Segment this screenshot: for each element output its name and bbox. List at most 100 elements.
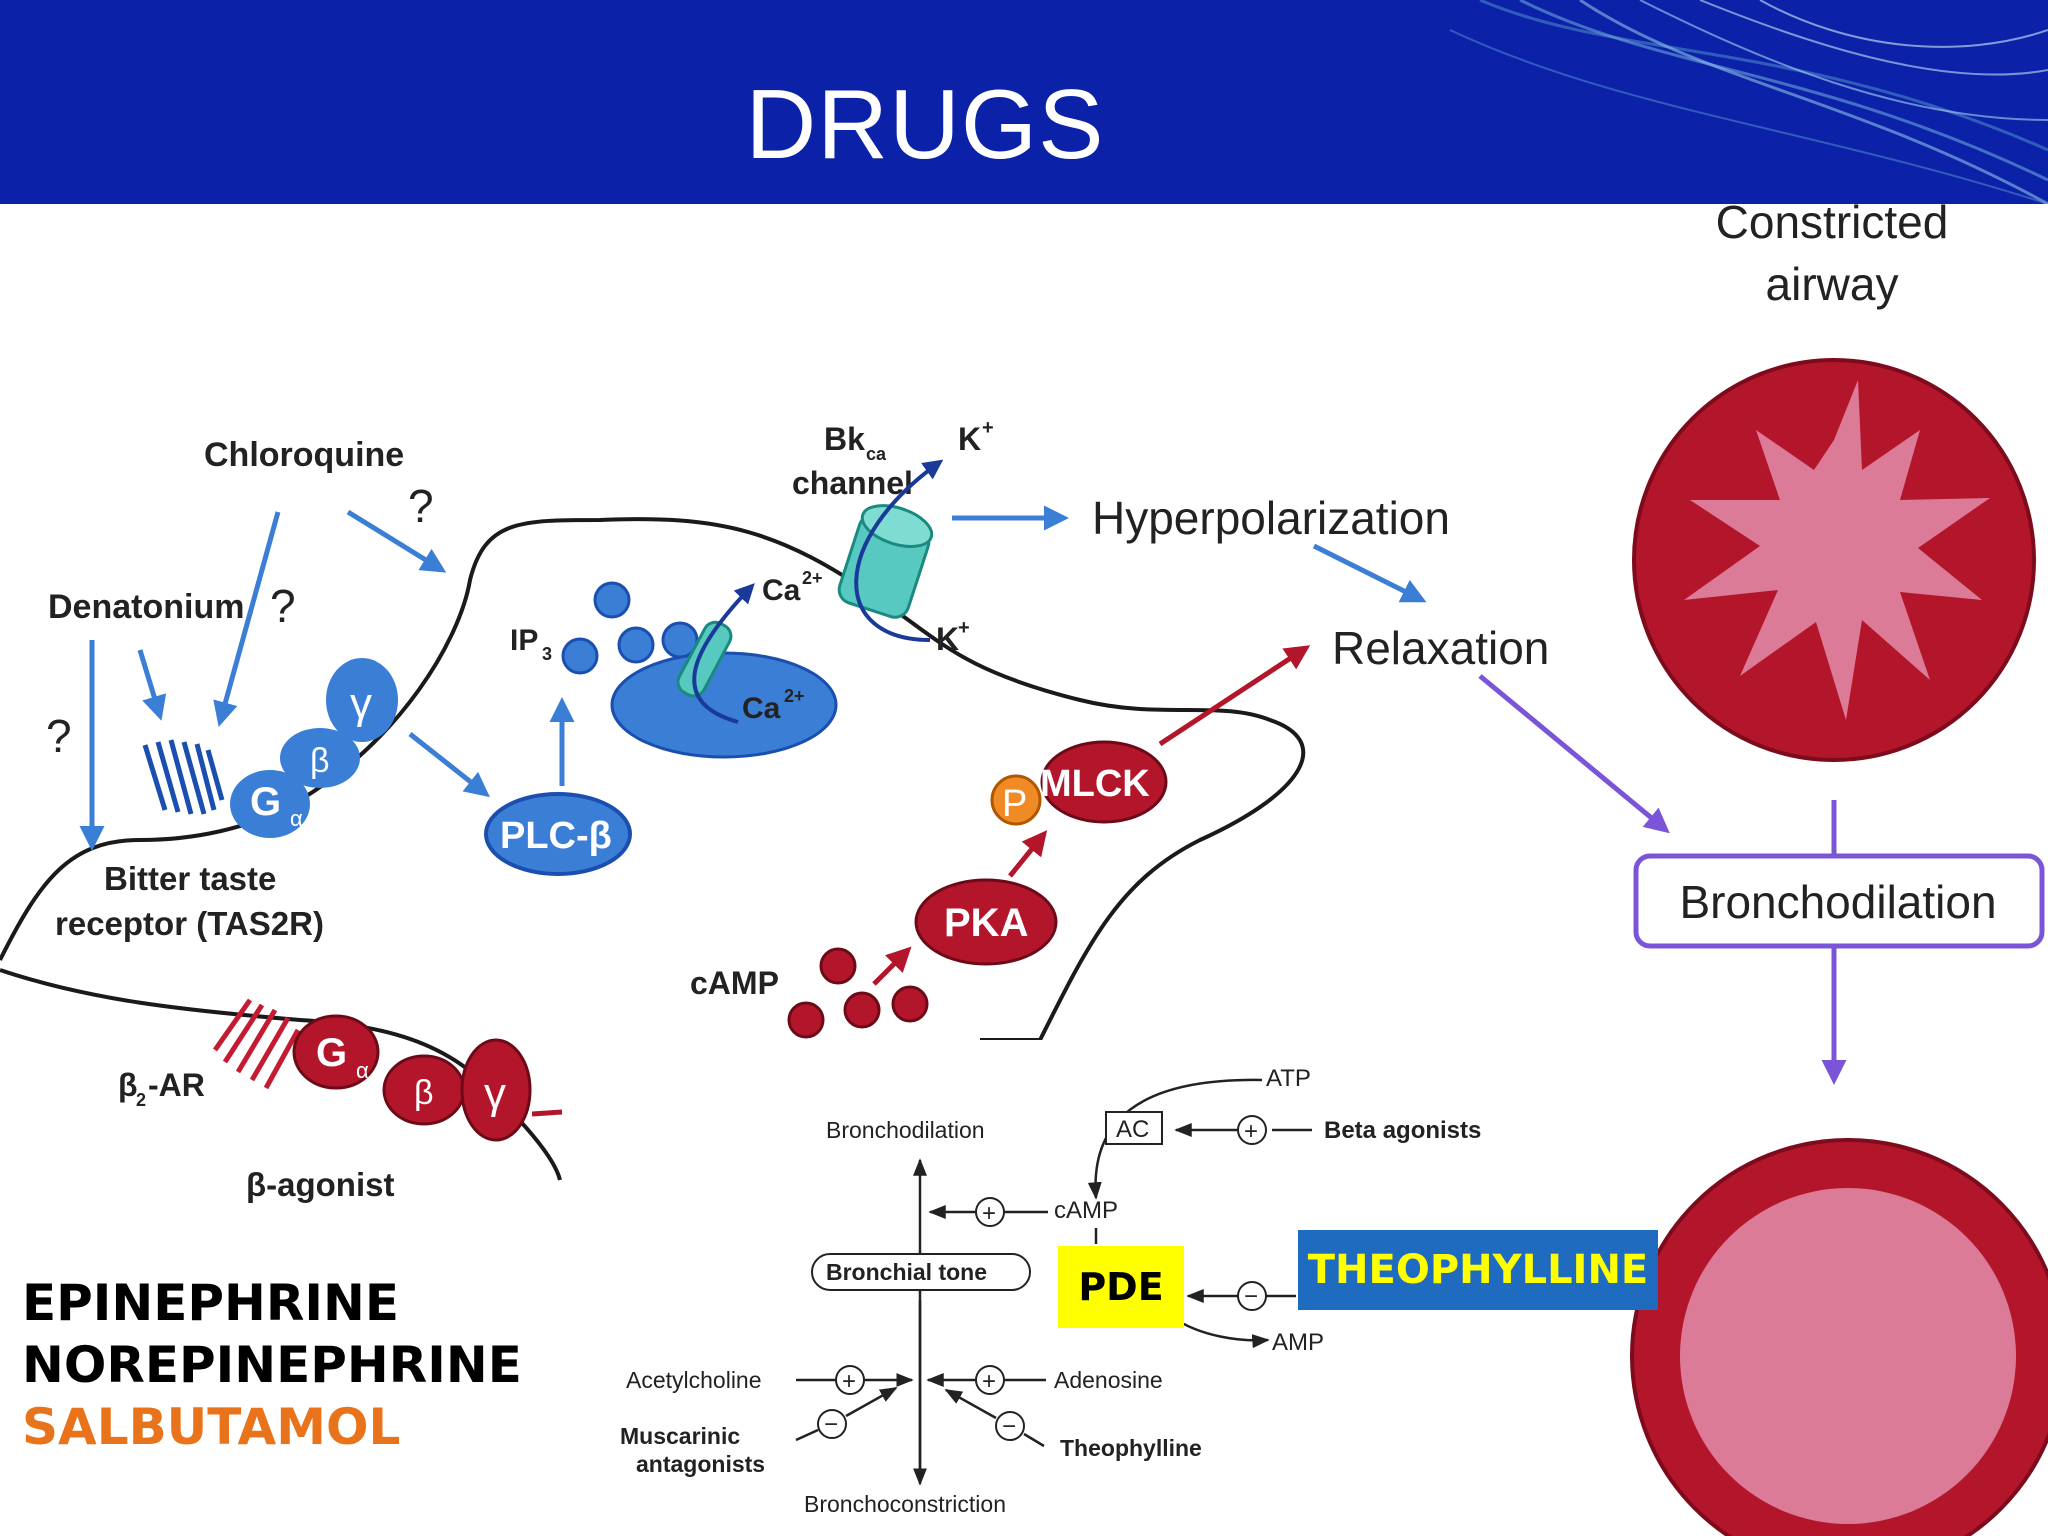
muscarinic-minus	[817, 1409, 847, 1439]
constricted-airway-label-1: Constricted	[1716, 196, 1949, 248]
g-alpha-blue	[230, 770, 310, 838]
g-alpha-blue-sub: α	[290, 806, 303, 831]
g-gamma-red	[460, 1038, 532, 1142]
plc-beta-label: PLC-β	[500, 815, 612, 857]
pde-minus-sign: −	[1244, 1283, 1258, 1310]
ip3-receptor-channel	[676, 620, 733, 698]
ac-label: AC	[1116, 1116, 1149, 1143]
theophylline-chart-arrow	[944, 1388, 997, 1420]
g-gamma-red-label: γ	[484, 1069, 506, 1118]
question-mark-left: ?	[46, 710, 72, 762]
chloroquine-arrow-to-receptor	[213, 511, 281, 727]
g-alpha-red	[292, 1014, 380, 1090]
g-gamma-blue-label: γ	[350, 679, 372, 728]
g-beta-red-label: β	[414, 1074, 434, 1112]
hyperpolarization-label: Hyperpolarization	[1092, 492, 1450, 544]
muscarinic-label-1: Muscarinic	[620, 1423, 740, 1449]
theophylline-minus	[995, 1411, 1025, 1441]
adenosine-label: Adenosine	[1054, 1367, 1163, 1393]
camp-molecules	[787, 947, 929, 1039]
b2ar-label: β	[118, 1067, 138, 1103]
slide-title: DRUGS	[745, 69, 1105, 179]
beta2-adrenergic-receptor	[212, 998, 301, 1090]
mlck-label: MLCK	[1040, 763, 1150, 805]
tas2r-receptor	[142, 739, 225, 815]
relaxation-label: Relaxation	[1332, 622, 1549, 674]
adenosine-plus-sign: +	[982, 1368, 996, 1395]
mlck-to-relaxation-arrow	[1158, 645, 1311, 747]
mlck	[1040, 740, 1168, 824]
g-alpha-red-sub: α	[356, 1058, 369, 1083]
camp-to-pka-arrow	[872, 946, 912, 986]
theophylline-chart-line	[1023, 1432, 1045, 1448]
ac-box	[1105, 1111, 1163, 1145]
bronchial-tone-label: Bronchial tone	[826, 1259, 987, 1285]
question-mark-receptor: ?	[270, 580, 296, 632]
bk-channel	[837, 504, 934, 619]
theophylline-chart-label: Theophylline	[1060, 1435, 1202, 1461]
g-alpha-red-label: G	[316, 1031, 347, 1075]
camp-chart-label: cAMP	[1054, 1197, 1118, 1224]
bk-channel-sub: ca	[866, 444, 887, 464]
muscarinic-label-2: antagonists	[636, 1451, 765, 1477]
ip3-sub: 3	[542, 644, 552, 664]
bronchial-tone-chart: ATP AC + Beta agonists Bronchodilation c…	[620, 1065, 1481, 1517]
bronchodilation-chart-label: Bronchodilation	[826, 1117, 985, 1143]
dilated-airway	[1630, 1138, 2048, 1536]
question-mark-chloroquine: ?	[408, 480, 434, 532]
phospho-group	[990, 774, 1042, 826]
drug-salbutamol: SALBUTAMOL	[22, 1398, 401, 1456]
muscarinic-line	[795, 1428, 819, 1442]
ca-released-sup: 2+	[802, 568, 823, 588]
k-outside-label: K	[958, 421, 981, 457]
slide-header: DRUGS	[0, 0, 2048, 204]
acetylcholine-label: Acetylcholine	[626, 1367, 762, 1393]
bitter-receptor-label-2: receptor (TAS2R)	[55, 905, 324, 942]
beta-agonists-plus-sign: +	[1244, 1118, 1258, 1145]
ca-released-label: Ca	[762, 574, 801, 607]
phospho-label: P	[1002, 783, 1027, 825]
atp-to-camp-curve	[1087, 1078, 1263, 1200]
ca-release-arrow	[692, 583, 755, 724]
header-wave-decoration	[1449, 0, 2048, 204]
g-gamma-red-tail	[531, 1109, 563, 1117]
muscarinic-minus-sign: −	[824, 1411, 838, 1438]
k-inside-label: K	[936, 621, 959, 657]
drug-norepinephrine: NOREPINEPHRINE	[22, 1336, 522, 1394]
hyperpolarization-to-relaxation-arrow	[1312, 543, 1427, 603]
acetylcholine-plus-sign: +	[842, 1368, 856, 1395]
muscarinic-arrow	[845, 1386, 898, 1418]
constricted-airway	[1632, 358, 2036, 762]
bronchial-tone-box	[811, 1253, 1031, 1291]
camp-label: cAMP	[690, 965, 779, 1001]
k-outside-sup: +	[982, 417, 994, 439]
g-gamma-blue	[326, 658, 398, 742]
g-beta-blue	[280, 728, 360, 788]
ca-store-sup: 2+	[784, 686, 805, 706]
gprotein-to-plc-arrow	[408, 732, 490, 798]
pka	[914, 878, 1058, 966]
drug-epinephrine: EPINEPHRINE	[22, 1274, 400, 1332]
bitter-receptor-label-1: Bitter taste	[104, 860, 276, 897]
bronchodilation-box-label: Bronchodilation	[1679, 876, 1996, 928]
beta-agonists-label: Beta agonists	[1324, 1117, 1481, 1144]
theophylline-minus-sign: −	[1002, 1413, 1016, 1440]
beta-agonist-label: β-agonist	[246, 1166, 394, 1203]
pde-highlight: PDE	[1058, 1246, 1184, 1328]
atp-label: ATP	[1266, 1065, 1311, 1092]
pka-label: PKA	[944, 901, 1028, 945]
denatonium-arrow	[137, 649, 167, 721]
b2ar-sub: 2	[136, 1090, 146, 1110]
ip3-molecules	[561, 581, 699, 675]
k-efflux-arrow	[854, 459, 944, 642]
theophylline-highlight: THEOPHYLLINE	[1298, 1230, 1658, 1310]
pka-to-mlck-arrow	[1008, 830, 1048, 878]
denatonium-label: Denatonium	[48, 588, 244, 626]
g-alpha-blue-label: G	[250, 780, 281, 824]
ca-store-label: Ca	[742, 692, 781, 725]
drug-list: EPINEPHRINE NOREPINEPHRINE SALBUTAMOL	[22, 1272, 522, 1458]
bronchodilation-box	[1633, 853, 2045, 949]
k-inside-sup: +	[958, 617, 970, 639]
camp-plus-sign: +	[982, 1200, 996, 1227]
chloroquine-label: Chloroquine	[204, 436, 404, 474]
